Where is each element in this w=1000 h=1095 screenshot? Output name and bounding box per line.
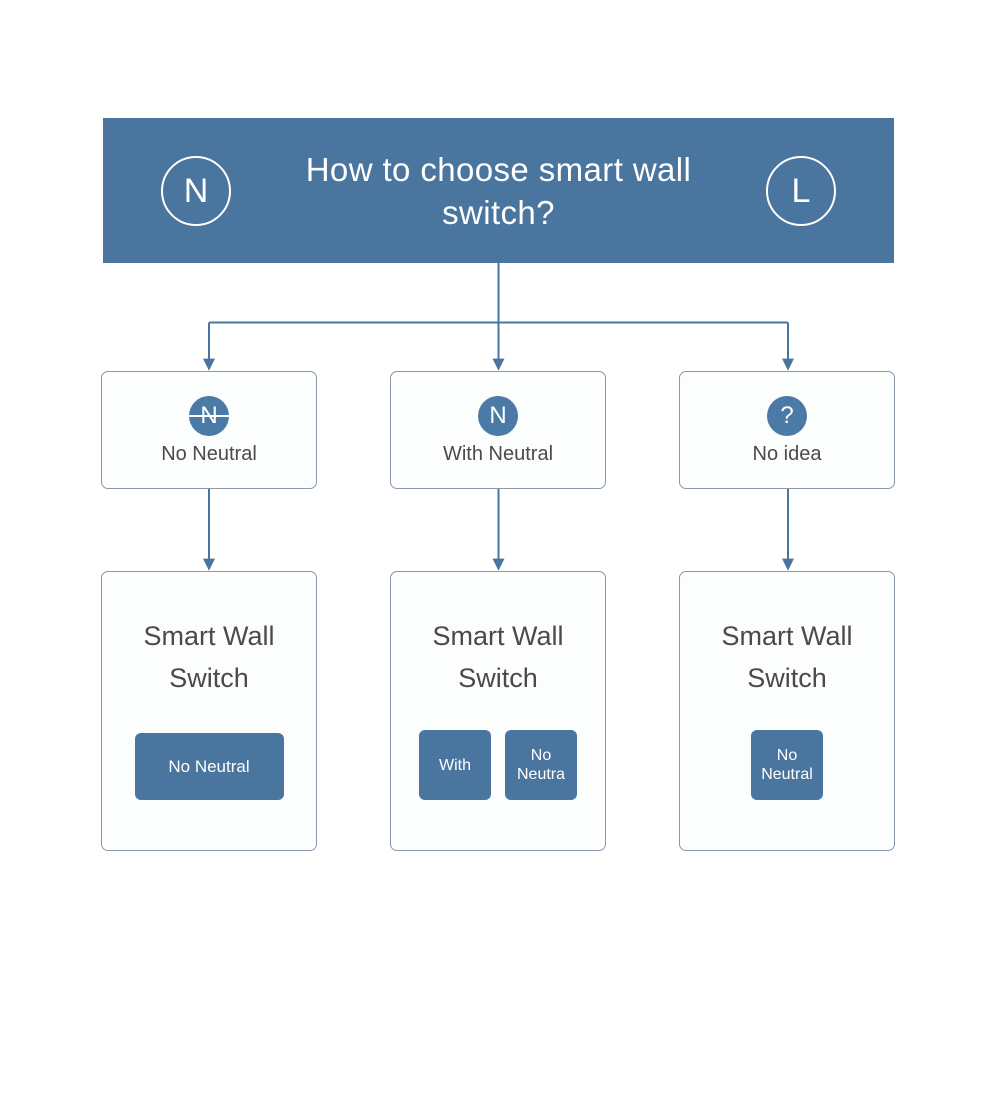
choice-label-with-neutral: With Neutral: [442, 442, 554, 465]
product-button-row: With No Neutra: [419, 730, 577, 800]
choice-box-no-neutral[interactable]: N No Neutral: [101, 371, 317, 489]
page-title: How to choose smart wall switch?: [305, 150, 692, 231]
no-neutral-icon: N: [189, 395, 229, 436]
product-box-no-neutral[interactable]: Smart Wall Switch No Neutral: [101, 571, 317, 851]
product-button-row: No Neutral: [134, 733, 284, 800]
with-neutral-icon: N: [478, 395, 518, 436]
product-title: Smart Wall Switch: [432, 621, 564, 693]
product-box-no-idea[interactable]: Smart Wall Switch No Neutral: [679, 571, 895, 851]
product-title: Smart Wall Switch: [143, 621, 275, 693]
live-wire-icon: L: [766, 155, 836, 226]
product-button-row: No Neutral: [751, 730, 823, 800]
question-mark-icon: ?: [767, 395, 807, 436]
neutral-wire-letter: N: [183, 171, 209, 210]
no-neutral-icon-letter: N: [200, 401, 218, 429]
product-button-no-neutral[interactable]: No Neutral: [134, 733, 284, 800]
header-banner: N How to choose smart wall switch? L: [103, 118, 894, 263]
choice-box-no-idea[interactable]: ? No idea: [679, 371, 895, 489]
neutral-wire-icon: N: [161, 155, 231, 226]
product-button-with[interactable]: With: [419, 730, 491, 800]
live-wire-letter: L: [791, 171, 811, 210]
question-mark-icon-glyph: ?: [780, 401, 794, 429]
product-button-no-neutra[interactable]: No Neutra: [505, 730, 577, 800]
choice-label-no-idea: No idea: [752, 442, 822, 465]
product-button-no-neutral[interactable]: No Neutral: [751, 730, 823, 800]
product-title: Smart Wall Switch: [721, 621, 853, 693]
choice-box-with-neutral[interactable]: N With Neutral: [390, 371, 606, 489]
product-box-with-neutral[interactable]: Smart Wall Switch With No Neutra: [390, 571, 606, 851]
choice-label-no-neutral: No Neutral: [161, 442, 257, 465]
with-neutral-icon-letter: N: [489, 401, 507, 429]
